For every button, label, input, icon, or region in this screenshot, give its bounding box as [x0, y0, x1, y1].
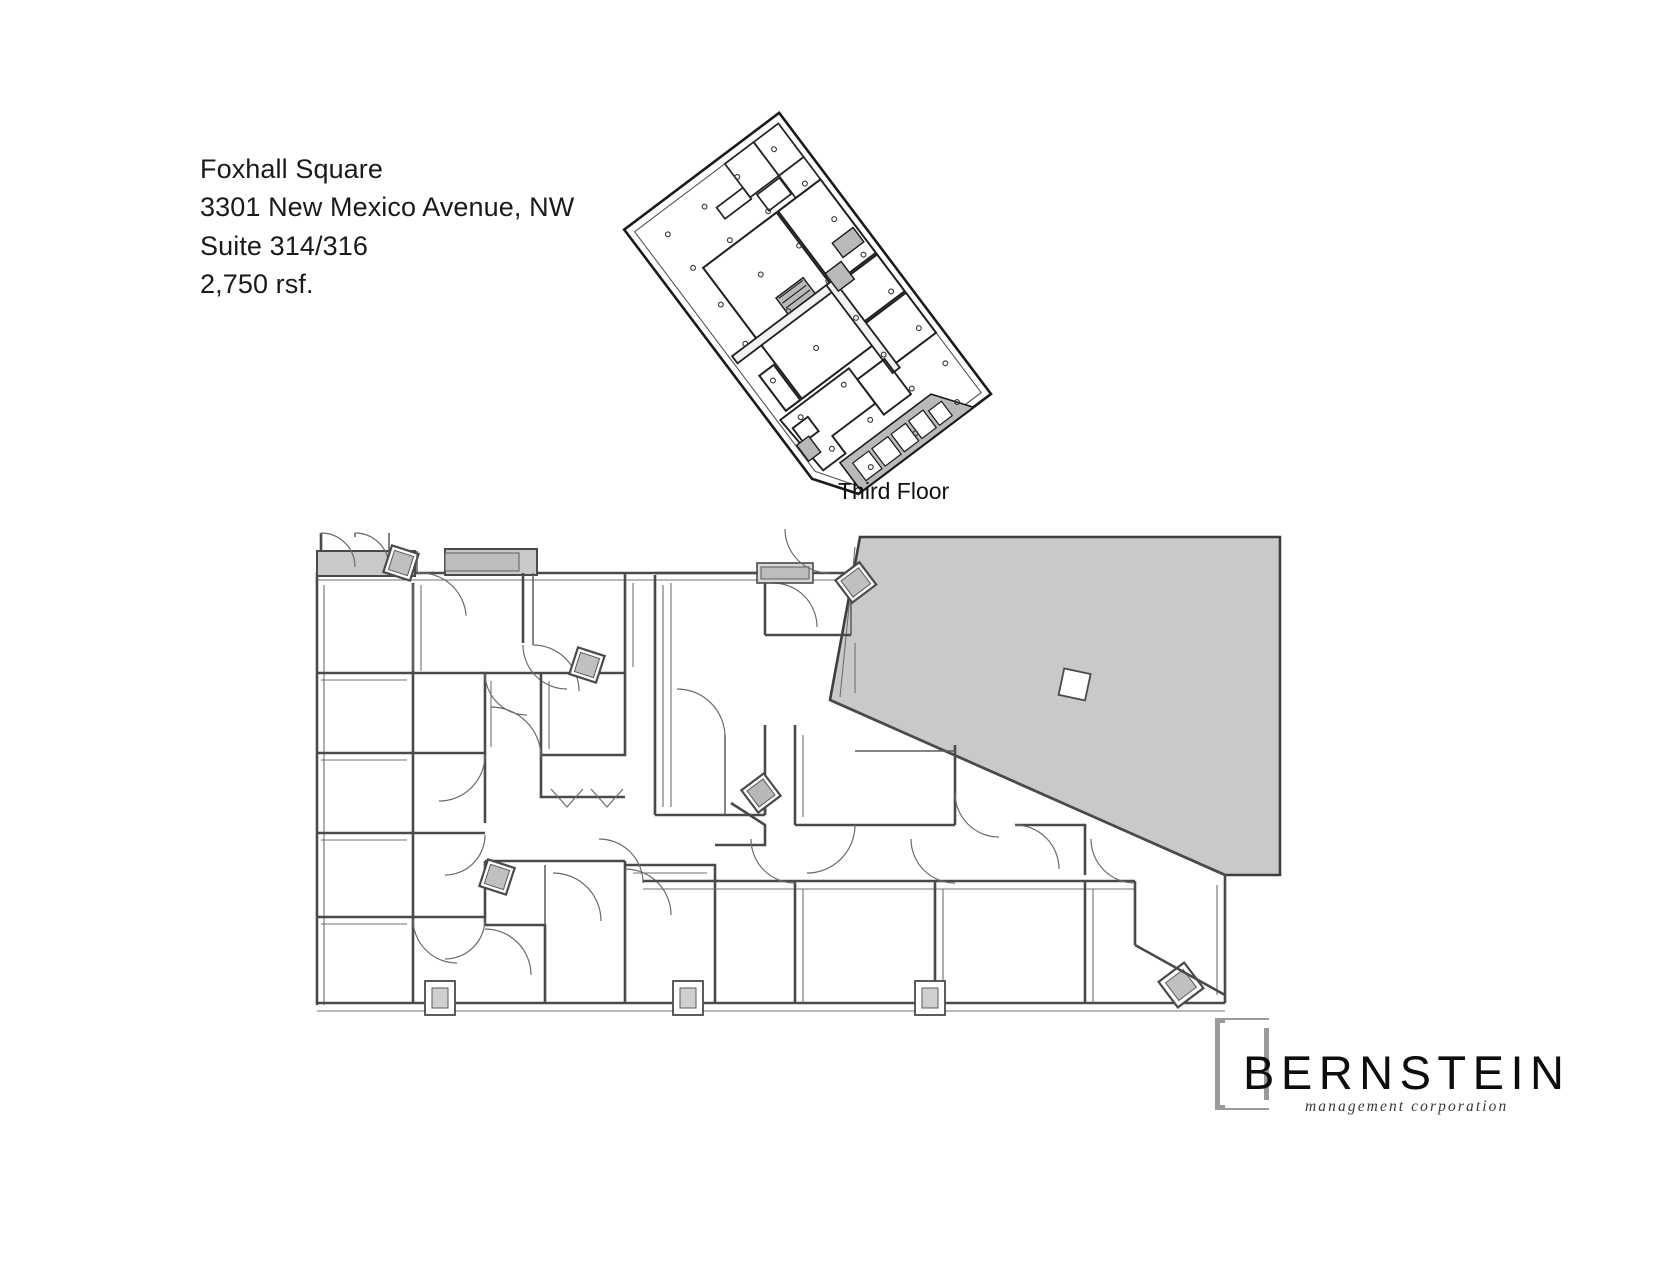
- bracket-mark-icon: [1215, 1018, 1269, 1110]
- logo-tagline: management corporation: [1305, 1098, 1509, 1115]
- key-plan-diagram: [590, 100, 1010, 520]
- mark-gap-bottom: [1225, 1100, 1269, 1108]
- center-hall: [653, 571, 852, 817]
- south-office-row: [598, 838, 1137, 1003]
- west-office-stack: [317, 583, 415, 1003]
- mid-left-offices: [477, 857, 717, 1003]
- bernstein-logo: BERNSTEIN management corporation: [1215, 1018, 1564, 1128]
- logo-wordmark: BERNSTEIN: [1243, 1046, 1571, 1099]
- key-plan-svg: [622, 111, 993, 496]
- shaded-suite-area: [828, 535, 1282, 877]
- north-wall-openings: [444, 528, 878, 605]
- interior-detail-lines: [412, 583, 856, 807]
- suite-floor-plan: .w { fill:none; stroke:#4a4a4a; stroke-w…: [295, 525, 1295, 1045]
- northwest-vestibule: [316, 532, 467, 616]
- central-corridor: [412, 671, 528, 964]
- south-wall-structure: [424, 943, 1226, 1016]
- north-central-rooms: [444, 548, 634, 808]
- mark-gap-top: [1225, 1020, 1269, 1028]
- rentable-area: 2,750 rsf.: [200, 268, 314, 299]
- suite-floor-plan-svg: .w { fill:none; stroke:#4a4a4a; stroke-w…: [315, 528, 1282, 1016]
- property-name: Foxhall Square: [200, 154, 384, 184]
- suite-number: Suite 314/316: [200, 230, 368, 261]
- title-block: Foxhall Square 3301 New Mexico Avenue, N…: [200, 150, 574, 303]
- property-address: 3301 New Mexico Avenue, NW: [200, 192, 575, 223]
- key-plan-label: Third Floor: [838, 478, 950, 504]
- east-interior-rooms: [715, 725, 1087, 875]
